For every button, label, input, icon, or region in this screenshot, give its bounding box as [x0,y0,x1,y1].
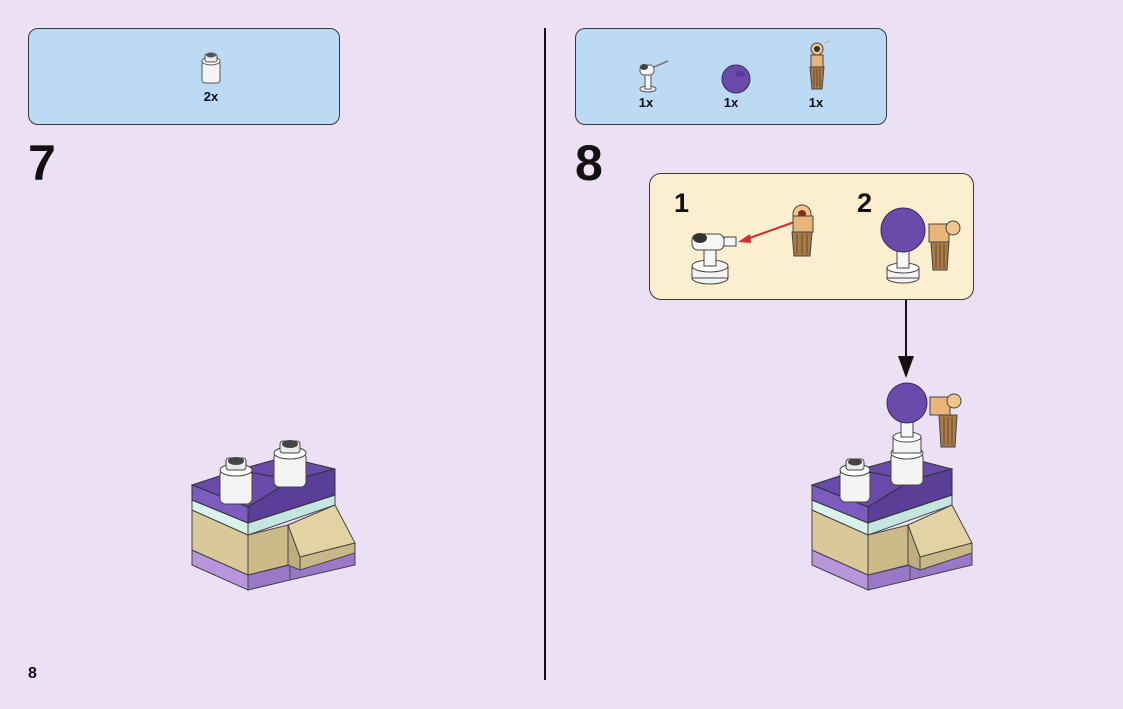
white-stand-piece-icon [892,420,922,454]
white-round-brick-icon [201,52,221,84]
substep-2-number: 2 [857,188,873,218]
down-arrow-icon [898,300,914,378]
tan-microphone-piece-icon [928,220,961,271]
white-stand-piece-icon [639,60,669,93]
substep-2-illustration [880,207,961,284]
substep-1-number: 1 [674,188,690,218]
part-quantity: 1x [808,95,824,110]
step-8-number: 8 [575,135,603,191]
tan-microphone-piece-icon [791,204,814,257]
tan-microphone-piece-icon [929,393,962,448]
substep-1-illustration [691,204,814,285]
step-8-subassembly-box: 1 2 [649,173,974,300]
page-divider [544,28,546,680]
white-stand-piece-icon [691,233,737,285]
step-7-number: 7 [28,135,56,191]
page-number: 8 [28,665,37,682]
step-8-build-illustration [810,382,973,591]
tan-microphone-piece-icon [809,40,831,90]
part-quantity: 2x [203,89,219,104]
white-stand-piece-icon [886,247,920,284]
white-round-brick-icon [219,457,253,505]
white-round-brick-icon [273,440,307,488]
purple-sphere-icon [880,207,926,253]
part-quantity: 1x [723,95,739,110]
purple-sphere-icon [721,64,751,94]
part-quantity: 1x [638,95,654,110]
step-7-parts-callout: 2x [28,28,340,125]
white-round-brick-icon [839,458,871,503]
step-7-build-illustration [190,440,356,591]
purple-sphere-icon [886,382,928,424]
step-8-parts-callout: 1x 1x 1x [575,28,887,125]
